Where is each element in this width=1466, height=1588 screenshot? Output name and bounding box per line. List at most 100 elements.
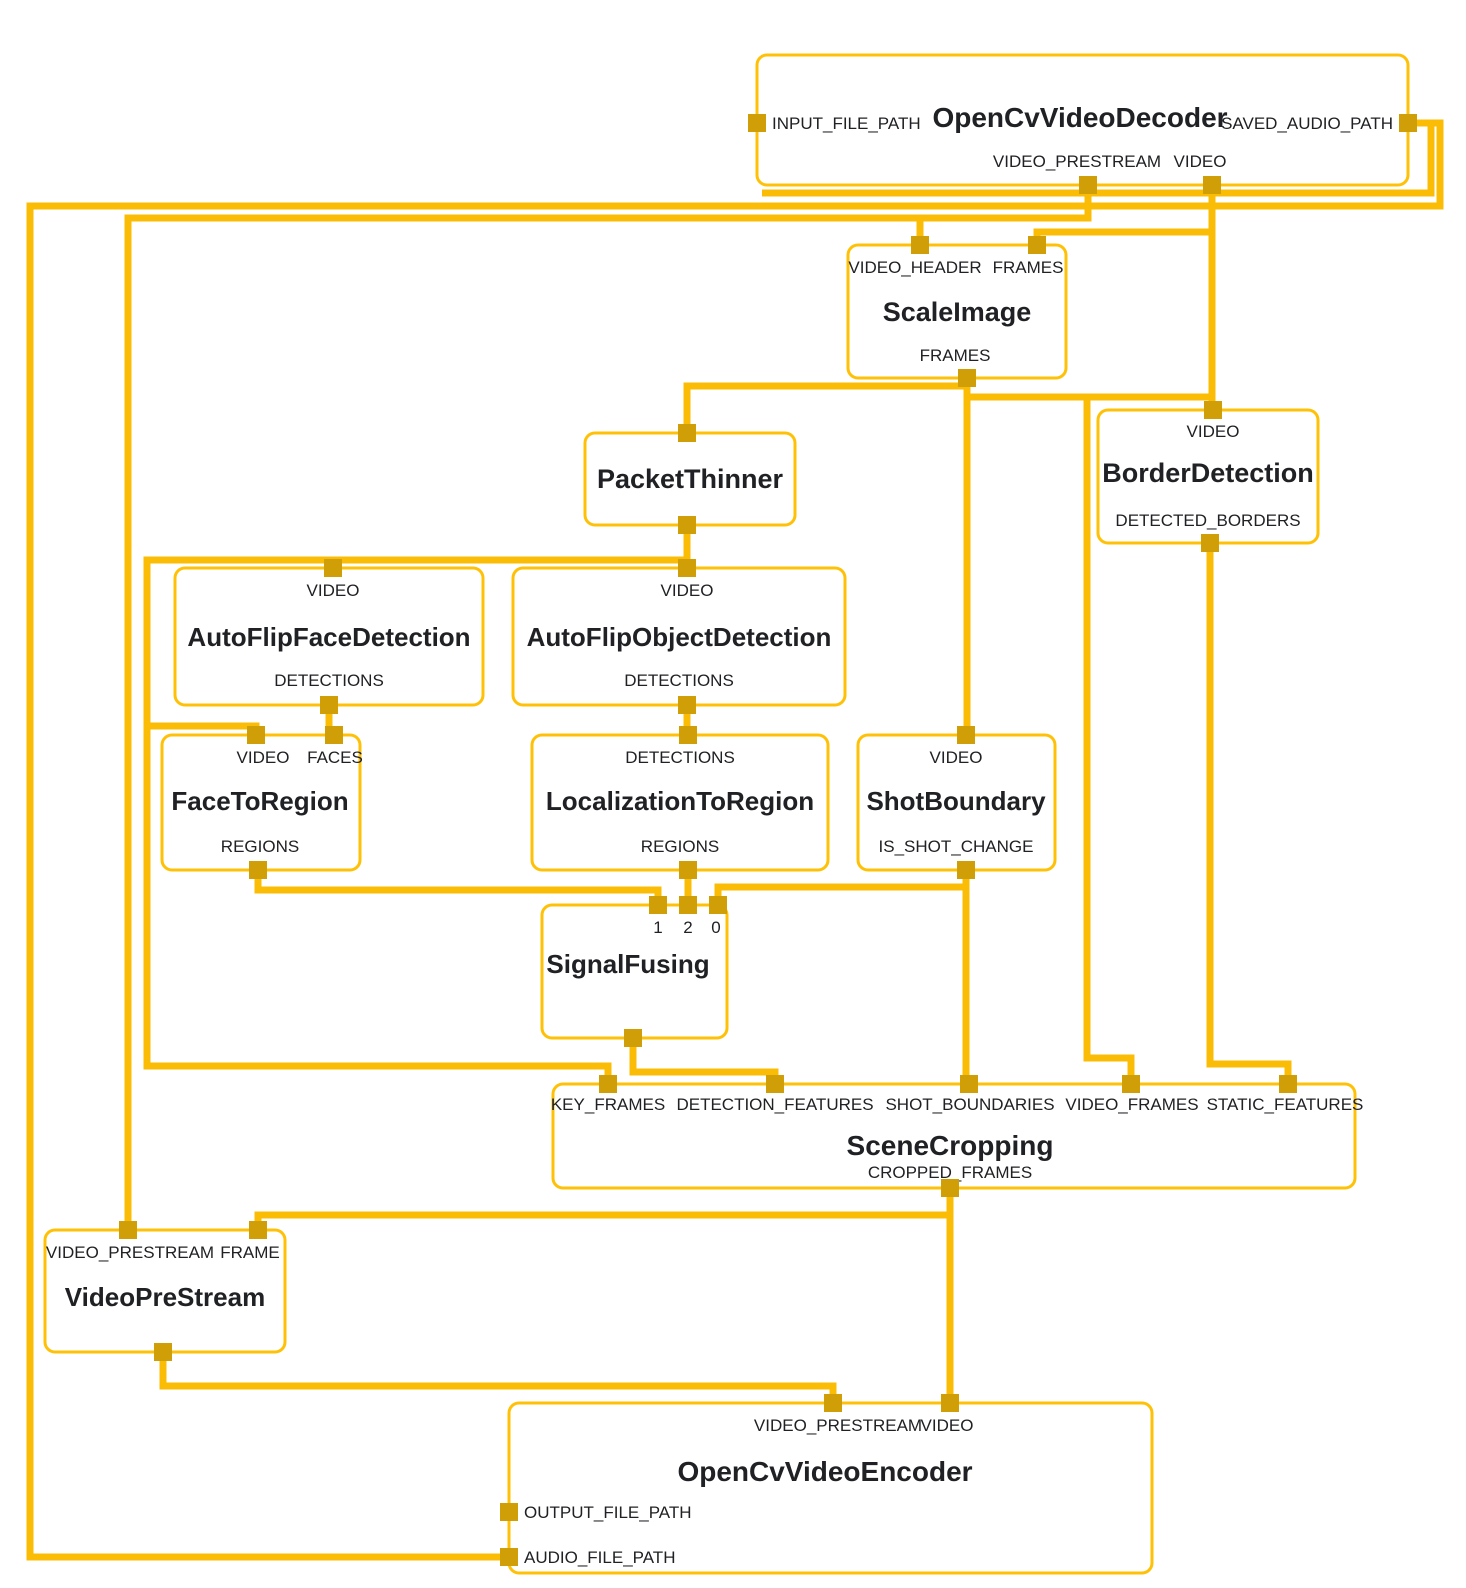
node-title-signal-fusing: SignalFusing [546,949,709,979]
port-opencv-video-decoder-input_file_path [748,114,766,132]
port-opencv-video-encoder-output_file_path [500,1503,518,1521]
port-scene-cropping-detection_features [766,1075,784,1093]
port-label-shot-boundary-video: VIDEO [930,748,983,767]
port-shot-boundary-is_shot_change [957,861,975,879]
port-scene-cropping-static_features [1279,1075,1297,1093]
port-label-opencv-video-encoder-video: VIDEO [921,1416,974,1435]
port-opencv-video-decoder-video_prestream [1079,176,1097,194]
port-label-scale-image-frames: FRAMES [993,258,1064,277]
port-label-localization-to-region-regions: REGIONS [641,837,719,856]
port-border-detection-detected_borders [1201,534,1219,552]
port-autoflip-face-detection-video [324,559,342,577]
port-signal-fusing-3 [624,1029,642,1047]
port-label-autoflip-face-detection-video: VIDEO [307,581,360,600]
port-scale-image-video_header [911,236,929,254]
edge-video-prestream-to-videoprestream [124,185,1092,1230]
node-title-packet-thinner: PacketThinner [597,464,784,494]
port-localization-to-region-regions [679,861,697,879]
port-label-signal-fusing-0: 0 [711,918,720,937]
port-label-face-to-region-video: VIDEO [237,748,290,767]
port-scene-cropping-video_frames [1122,1075,1140,1093]
port-autoflip-object-detection-detections [678,696,696,714]
ports-layer [119,114,1417,1566]
port-label-scene-cropping-video_frames: VIDEO_FRAMES [1065,1095,1198,1114]
port-label-autoflip-object-detection-detections: DETECTIONS [624,671,734,690]
port-face-to-region-video [247,726,265,744]
port-face-to-region-regions [249,861,267,879]
port-scene-cropping-key_frames [599,1075,617,1093]
port-autoflip-face-detection-detections [320,696,338,714]
port-localization-to-region-detections [679,726,697,744]
port-label-shot-boundary-is_shot_change: IS_SHOT_CHANGE [879,837,1034,856]
port-scale-image-frames [1028,236,1046,254]
port-scale-image-frames [958,369,976,387]
edge-frames-to-video-frames [1083,397,1135,1084]
port-label-opencv-video-decoder-saved_audio_path: SAVED_AUDIO_PATH [1221,114,1393,133]
port-shot-boundary-video [957,726,975,744]
edge-face-regions-to-signal-fusing [254,870,662,905]
port-signal-fusing-0 [709,896,727,914]
port-autoflip-object-detection-video [678,559,696,577]
port-label-autoflip-object-detection-video: VIDEO [661,581,714,600]
port-signal-fusing-2 [679,896,697,914]
node-title-autoflip-object-detection: AutoFlipObjectDetection [527,622,832,652]
port-face-to-region-faces [325,726,343,744]
port-opencv-video-decoder-saved_audio_path [1399,114,1417,132]
edge-cropped-frames-to-frame [254,1211,950,1230]
port-label-signal-fusing-2: 2 [683,918,692,937]
port-label-video-pre-stream-frame: FRAME [220,1243,280,1262]
edge-saved-audio-path-to-audio-file-path [26,119,1444,1561]
port-opencv-video-decoder-video [1203,176,1221,194]
port-label-localization-to-region-detections: DETECTIONS [625,748,735,767]
edge-videoprestream-out-to-encoder [159,1352,837,1403]
port-label-video-pre-stream-video_prestream: VIDEO_PRESTREAM [46,1243,214,1262]
edge-shot-change-to-signal-fusing [714,883,966,905]
port-label-face-to-region-faces: FACES [307,748,363,767]
port-label-border-detection-detected_borders: DETECTED_BORDERS [1115,511,1300,530]
port-video-pre-stream-video_prestream [119,1221,137,1239]
port-label-scale-image-video_header: VIDEO_HEADER [848,258,981,277]
port-label-opencv-video-encoder-output_file_path: OUTPUT_FILE_PATH [524,1503,692,1522]
port-opencv-video-encoder-video [941,1394,959,1412]
edge-video-to-scaleimage-frames [1033,228,1212,245]
node-title-shot-boundary: ShotBoundary [866,786,1046,816]
edge-frames-to-packet-thinner [683,382,967,433]
port-label-signal-fusing-1: 1 [653,918,662,937]
port-label-opencv-video-decoder-video_prestream: VIDEO_PRESTREAM [993,152,1161,171]
port-label-face-to-region-regions: REGIONS [221,837,299,856]
port-label-opencv-video-decoder-input_file_path: INPUT_FILE_PATH [772,114,921,133]
port-opencv-video-encoder-video_prestream [824,1394,842,1412]
edge-salient-regions-to-detection-features [629,1038,779,1084]
node-title-face-to-region: FaceToRegion [171,786,348,816]
port-border-detection-video [1204,401,1222,419]
port-label-border-detection-video: VIDEO [1187,422,1240,441]
port-video-pre-stream-frame [249,1221,267,1239]
port-label-opencv-video-encoder-video_prestream: VIDEO_PRESTREAM [754,1416,922,1435]
port-label-scene-cropping-static_features: STATIC_FEATURES [1207,1095,1364,1114]
node-title-autoflip-face-detection: AutoFlipFaceDetection [187,622,470,652]
node-title-border-detection: BorderDetection [1102,458,1314,488]
node-scale-image[interactable] [846,243,1068,380]
edge-borders-to-static-features [1206,543,1292,1084]
node-title-opencv-video-encoder: OpenCvVideoEncoder [677,1456,972,1487]
port-signal-fusing-1 [649,896,667,914]
port-label-scene-cropping-detection_features: DETECTION_FEATURES [676,1095,873,1114]
port-packet-thinner-1 [678,516,696,534]
node-shot-boundary[interactable] [856,733,1057,872]
port-scene-cropping-cropped_frames [941,1179,959,1197]
port-label-opencv-video-decoder-video: VIDEO [1174,152,1227,171]
port-label-autoflip-face-detection-detections: DETECTIONS [274,671,384,690]
port-label-scene-cropping-shot_boundaries: SHOT_BOUNDARIES [885,1095,1054,1114]
port-opencv-video-encoder-audio_file_path [500,1548,518,1566]
port-label-scene-cropping-key_frames: KEY_FRAMES [551,1095,665,1114]
node-title-scene-cropping: SceneCropping [847,1130,1054,1161]
port-video-pre-stream-2 [154,1343,172,1361]
port-scene-cropping-shot_boundaries [960,1075,978,1093]
node-title-scale-image: ScaleImage [883,297,1032,327]
port-label-scale-image-frames: FRAMES [920,346,991,365]
port-packet-thinner-0 [678,424,696,442]
port-label-opencv-video-encoder-audio_file_path: AUDIO_FILE_PATH [524,1548,675,1567]
